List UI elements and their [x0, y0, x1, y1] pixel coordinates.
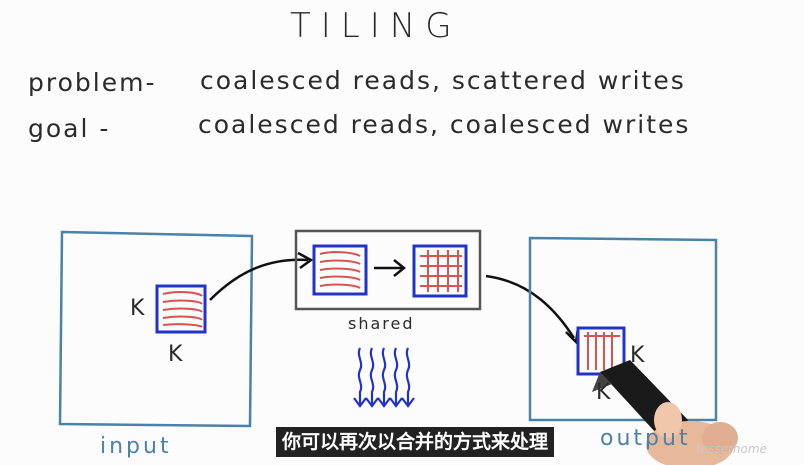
load-arrowhead: [297, 251, 314, 270]
shared-tile-columns: [412, 244, 468, 298]
tile-dim-k-left: K: [130, 296, 145, 321]
slide-title: TILING: [290, 6, 462, 46]
output-label: output: [600, 426, 691, 451]
tile-dim-k-below: K: [168, 342, 183, 367]
store-arrow: [485, 274, 576, 339]
shared-label: shared: [348, 314, 415, 333]
load-arrow: [209, 258, 309, 301]
problem-text: coalesced reads, scattered writes: [200, 66, 686, 95]
video-subtitle: 你可以再次以合并的方式来处理: [276, 427, 555, 457]
input-label: input: [100, 434, 172, 459]
goal-label: goal -: [28, 114, 111, 143]
input-matrix: [58, 230, 254, 428]
input-tile: [155, 284, 207, 334]
problem-label: problem-: [28, 68, 157, 97]
shared-tile-rows: [312, 244, 368, 296]
thread-squiggles: [353, 347, 415, 408]
shared-memory-box: [294, 229, 482, 311]
output-matrix: [528, 236, 718, 422]
transpose-arrow: [374, 259, 407, 277]
output-tile-dim-k-right: K: [630, 343, 645, 368]
goal-text: coalesced reads, coalesced writes: [198, 110, 691, 139]
watermark: tesserhome: [696, 442, 767, 456]
output-tile-dim-k-below: K: [596, 380, 611, 405]
pen-icon: [592, 360, 738, 465]
